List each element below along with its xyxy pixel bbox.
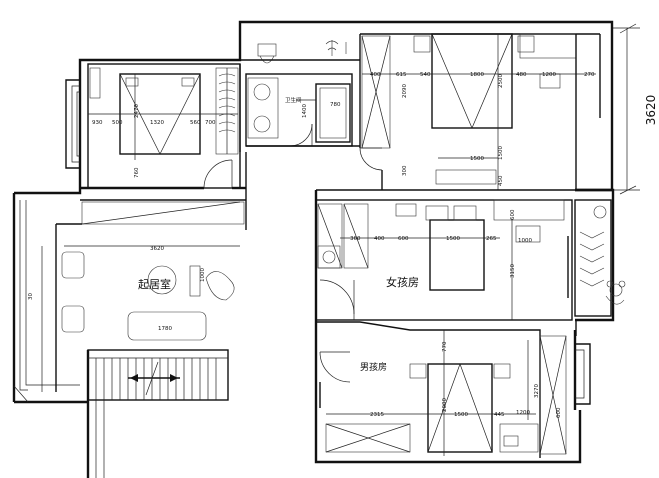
boy-room-label: 男孩房 bbox=[360, 361, 387, 373]
dim-boy-right: 600 bbox=[556, 407, 562, 418]
dim-boy-v1: 2000 bbox=[442, 398, 448, 412]
living-room-label: 起居室 bbox=[138, 277, 171, 291]
dim-boy-1: 2315 bbox=[370, 412, 384, 418]
dim-tr-v3: 300 bbox=[402, 165, 408, 176]
dim-girl-5: 265 bbox=[486, 236, 497, 242]
dim-girl-r2: 3150 bbox=[510, 264, 516, 278]
bathroom bbox=[245, 40, 353, 147]
top-right-bedroom bbox=[359, 33, 601, 190]
dim-tr-v1: 2500 bbox=[498, 74, 504, 88]
bay-window-master bbox=[65, 79, 80, 169]
dim-living-width: 3620 bbox=[150, 246, 164, 252]
dim-tr-v4: 1500 bbox=[498, 146, 504, 160]
dim-girl-r1: 1000 bbox=[518, 238, 532, 244]
dim-living-left: 30 bbox=[28, 293, 34, 300]
staircase bbox=[87, 349, 229, 478]
dim-tr-width: 1500 bbox=[470, 156, 484, 162]
dim-master-vert: 760 bbox=[134, 167, 140, 178]
dim-girl-1: 360 bbox=[350, 236, 361, 242]
dim-tr-6: 1200 bbox=[542, 72, 556, 78]
dim-girl-3: 600 bbox=[398, 236, 409, 242]
dim-living-vert: 1000 bbox=[200, 268, 206, 282]
dim-master-5: 700 bbox=[205, 120, 216, 126]
dim-tr-4: 1800 bbox=[470, 72, 484, 78]
dim-boy-3: 445 bbox=[494, 412, 505, 418]
overall-dimension-line bbox=[612, 23, 640, 195]
master-bedroom bbox=[80, 63, 246, 190]
dim-master-1: 930 bbox=[92, 120, 103, 126]
dim-boy-v2: 770 bbox=[442, 341, 448, 352]
girl-room bbox=[315, 199, 626, 321]
dim-tr-5: 480 bbox=[516, 72, 527, 78]
dim-master-2: 500 bbox=[112, 120, 123, 126]
dim-master-3: 1320 bbox=[150, 120, 164, 126]
dim-tr-7: 270 bbox=[584, 72, 595, 78]
dim-tr-v5: 450 bbox=[498, 175, 504, 186]
dim-boy-4: 1200 bbox=[516, 410, 530, 416]
mickey-figure-icon bbox=[605, 280, 626, 305]
boy-room bbox=[316, 321, 591, 458]
dim-living-sofa: 1780 bbox=[158, 326, 172, 332]
dim-master-4: 560 bbox=[190, 120, 201, 126]
dim-bath-1: 780 bbox=[330, 102, 341, 108]
dim-boy-v3: 3270 bbox=[534, 384, 540, 398]
dim-master-6: 2470 bbox=[134, 104, 140, 118]
dim-bath-2: 1400 bbox=[302, 104, 308, 118]
bay-window-living bbox=[13, 200, 80, 403]
dim-tr-2: 615 bbox=[396, 72, 407, 78]
living-room bbox=[41, 199, 246, 392]
dim-girl-4: 1500 bbox=[446, 236, 460, 242]
overall-dimension-text: 3620 bbox=[644, 95, 658, 126]
corridor-walls bbox=[240, 59, 577, 336]
dim-tr-3: 540 bbox=[420, 72, 431, 78]
dim-tr-v2: 2090 bbox=[402, 84, 408, 98]
dim-boy-2: 1500 bbox=[454, 412, 468, 418]
dim-tr-1: 400 bbox=[370, 72, 381, 78]
dim-girl-ward: 600 bbox=[510, 209, 516, 220]
bathroom-label: 卫生间 bbox=[285, 96, 302, 104]
girl-room-label: 女孩房 bbox=[386, 275, 419, 289]
dim-girl-2: 400 bbox=[374, 236, 385, 242]
